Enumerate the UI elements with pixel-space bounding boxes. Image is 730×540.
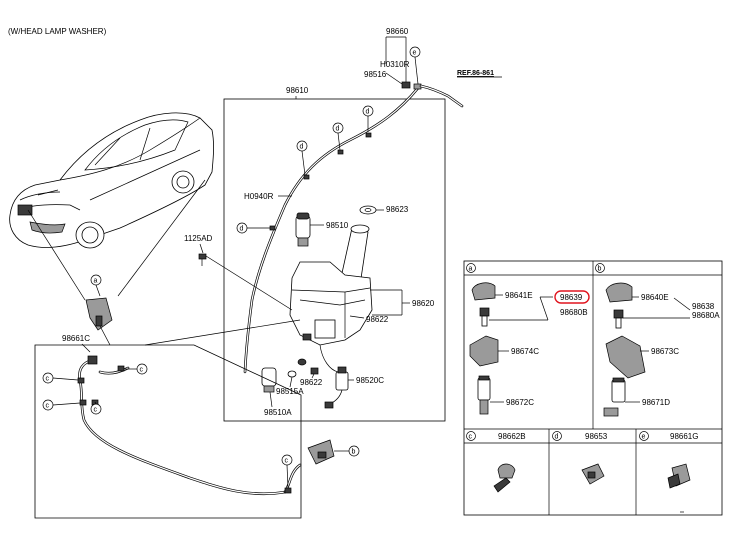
- label-98660: 98660: [386, 27, 409, 36]
- svg-text:e: e: [642, 434, 646, 441]
- svg-text:d: d: [240, 226, 244, 233]
- panel-b-part-2: 98638: [692, 302, 715, 311]
- callout-c-2: c: [124, 363, 148, 375]
- svg-text:c: c: [285, 458, 289, 465]
- svg-text:c: c: [469, 434, 473, 441]
- svg-text:c: c: [94, 407, 98, 414]
- headlamp-hose-frame: [34, 344, 302, 519]
- label-H0940R: H0940R: [244, 192, 274, 201]
- panel-d-header: d: [552, 431, 562, 441]
- panel-e-part: 98661G: [670, 432, 698, 441]
- callout-c-3: c: [42, 399, 81, 411]
- callout-c-4: c: [90, 401, 102, 415]
- label-98623: 98623: [386, 205, 409, 214]
- nozzle-bracket-a: [85, 297, 113, 331]
- panel-a-parts: [469, 282, 499, 415]
- label-98516: 98516: [364, 70, 387, 79]
- clip-98662B: [493, 463, 516, 493]
- callout-b: b: [334, 445, 360, 457]
- connector-98660: [401, 81, 422, 90]
- label-98515A: 98515A: [276, 387, 304, 396]
- callout-c-1: c: [42, 372, 79, 384]
- tank-assembly-frame: [223, 98, 446, 422]
- panel-c-part: 98662B: [498, 432, 526, 441]
- callout-a: a: [90, 274, 102, 297]
- grommet-98515A: [287, 358, 307, 378]
- panel-a-part-2[interactable]: 98639: [560, 293, 583, 302]
- svg-text:d: d: [366, 109, 370, 116]
- panel-b-parts: [603, 282, 646, 417]
- bolt-1125AD: [198, 253, 207, 266]
- label-H0310R: H0310R: [380, 60, 410, 69]
- callout-c-5: c: [281, 454, 293, 489]
- svg-text:a: a: [94, 278, 98, 285]
- callout-d-1: d: [362, 105, 374, 132]
- panel-a-header: a: [466, 263, 476, 273]
- svg-text:b: b: [598, 266, 602, 273]
- car-illustration: [9, 112, 214, 249]
- label-98620: 98620: [412, 299, 435, 308]
- label-98622-a: 98622: [366, 315, 389, 324]
- panel-a-part-1: 98641E: [505, 291, 533, 300]
- svg-text:e: e: [413, 50, 417, 57]
- pump-98510: [295, 212, 311, 247]
- svg-text:d: d: [555, 434, 559, 441]
- panel-a-part-3: 98680B: [560, 308, 588, 317]
- highlight-98639[interactable]: [554, 290, 590, 304]
- panel-b-header: b: [595, 263, 605, 273]
- panel-c-header: c: [466, 431, 476, 441]
- svg-text:c: c: [46, 403, 50, 410]
- callout-d-3: d: [296, 140, 308, 176]
- label-98661C: 98661C: [62, 334, 90, 343]
- panel-b-part-5: 98671D: [642, 398, 670, 407]
- panel-b-part-3: 98680A: [692, 311, 720, 320]
- reference-link[interactable]: REF.86-861: [457, 70, 494, 77]
- svg-text:c: c: [140, 367, 144, 374]
- panel-a-part-5: 98672C: [506, 398, 534, 407]
- sensor-98520C: [324, 366, 349, 409]
- clip-98661G: [667, 463, 691, 489]
- callout-d-2: d: [332, 122, 344, 151]
- svg-text:d: d: [300, 144, 304, 151]
- label-1125AD: 1125AD: [184, 234, 213, 243]
- svg-text:d: d: [336, 126, 340, 133]
- label-98510A: 98510A: [264, 408, 292, 417]
- cap-98623: [359, 205, 377, 215]
- panel-d-part: 98653: [585, 432, 608, 441]
- diagram-title: (W/HEAD LAMP WASHER): [8, 27, 107, 36]
- panel-b-part-1: 98640E: [641, 293, 669, 302]
- panel-a-part-4: 98674C: [511, 347, 539, 356]
- svg-text:b: b: [352, 449, 356, 456]
- nozzle-bracket-b: [307, 439, 335, 465]
- label-98510: 98510: [326, 221, 349, 230]
- label-98520C: 98520C: [356, 376, 384, 385]
- callout-d-4: d: [236, 222, 272, 234]
- panel-e-header: e: [639, 431, 649, 441]
- label-98610: 98610: [286, 86, 309, 95]
- svg-text:c: c: [46, 376, 50, 383]
- callout-e-top: e: [409, 46, 421, 85]
- washer-tank-98620: [289, 261, 373, 346]
- clip-98653: [581, 463, 605, 485]
- svg-text:a: a: [469, 266, 473, 273]
- nut-98622: [310, 367, 319, 375]
- panel-b-part-4: 98673C: [651, 347, 679, 356]
- label-98622-b: 98622: [300, 378, 323, 387]
